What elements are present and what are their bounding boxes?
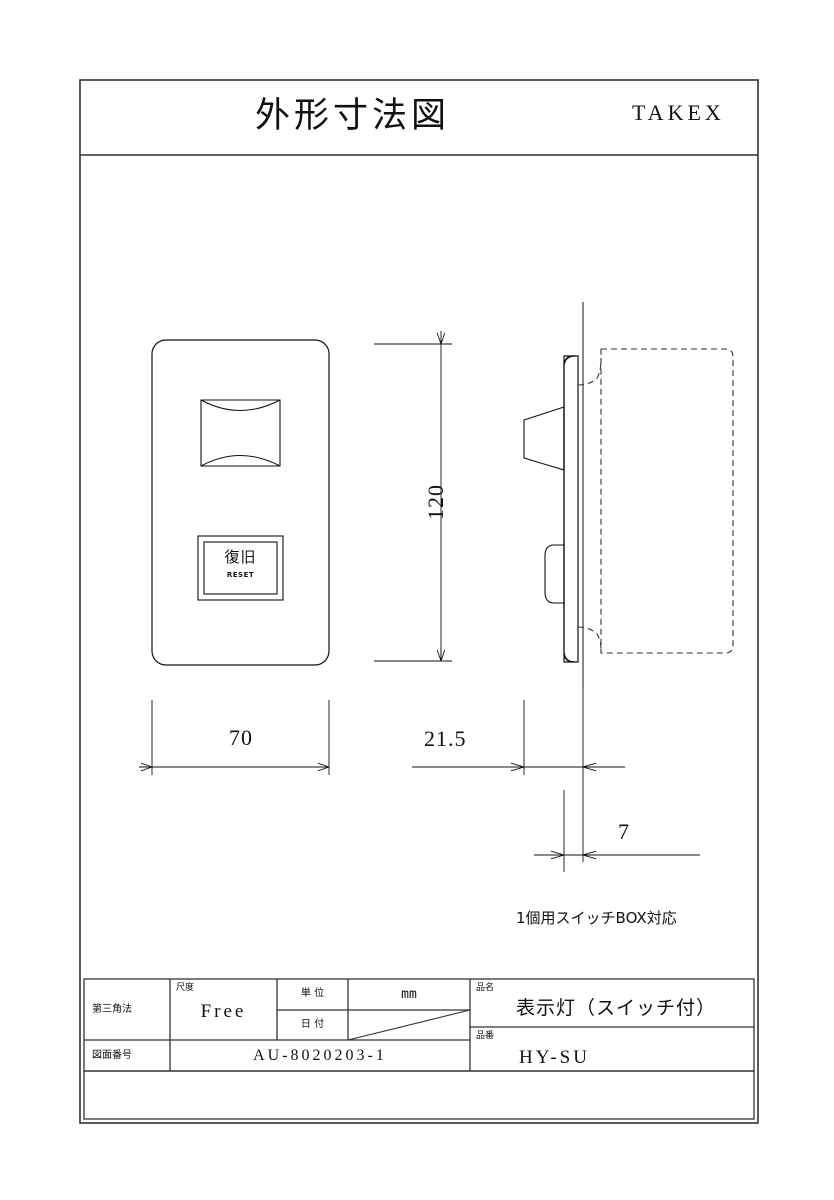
part-no-label: 品番	[476, 1031, 495, 1041]
side-view-reset-button	[544, 541, 565, 607]
part-no-value: HY-SU	[519, 1047, 590, 1068]
dimension-70	[139, 700, 330, 775]
drawing-no-label: 図面番号	[92, 1050, 132, 1061]
dimension-7	[534, 790, 700, 872]
scale-label: 尺度	[176, 983, 195, 993]
reset-button-label-en: RESET	[226, 571, 255, 579]
page-title: 外形寸法図	[255, 96, 451, 136]
side-view-lens	[523, 406, 565, 471]
side-view-plate	[563, 355, 579, 663]
title-block-grid	[83, 978, 755, 1120]
projection-label: 第三角法	[92, 1004, 132, 1015]
unit-label: 単 位	[300, 988, 325, 999]
product-name-value: 表示灯（スイッチ付）	[516, 997, 717, 1019]
unit-value: mm	[401, 987, 417, 1002]
date-label: 日 付	[300, 1019, 325, 1030]
dimension-21-5-value: 21.5	[424, 726, 467, 751]
dimension-120	[374, 331, 452, 662]
switch-box-hidden-outline	[600, 348, 734, 654]
product-name-label: 品名	[476, 983, 495, 993]
sheet-border	[79, 79, 759, 1124]
scale-value: Free	[200, 1001, 247, 1022]
dimension-70-value: 70	[229, 725, 253, 750]
dimension-120-value: 120	[423, 484, 448, 520]
dimension-7-value: 7	[618, 819, 630, 844]
reset-button-label-jp: 復旧	[224, 548, 257, 566]
drawing-no-value: AU-8020203-1	[253, 1047, 387, 1064]
reset-button-front	[197, 535, 284, 601]
empty-date-slash	[347, 1009, 471, 1041]
front-view-plate	[151, 339, 330, 666]
hidden-transition-curves	[577, 357, 602, 651]
dimension-21-5	[412, 688, 625, 862]
brand-logo: TAKEX	[632, 100, 725, 125]
indicator-lens	[200, 399, 281, 467]
switch-box-note: 1個用スイッチBOX対応	[516, 909, 677, 927]
